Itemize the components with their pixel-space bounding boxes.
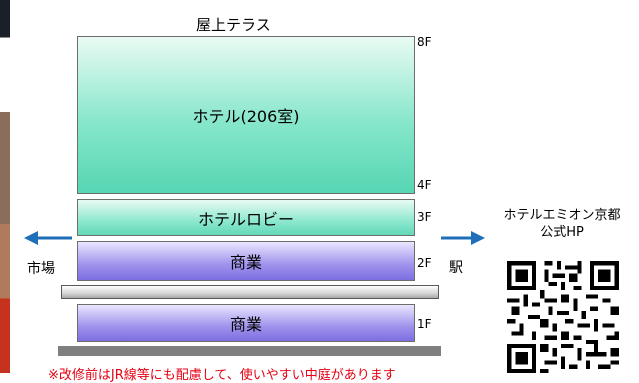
commerce-1f-block: 商業 [77,304,415,342]
floor-label-8f: 8F [417,35,432,49]
station-label: 駅 [449,260,463,276]
lobby-label: ホテルロビー [197,209,294,229]
market-label: 市場 [27,261,55,277]
commerce-1f-label: 商業 [229,315,262,334]
ground-line [58,346,441,356]
right-arrow-icon [441,231,485,245]
qr-code[interactable] [503,257,623,373]
commerce-2f-label: 商業 [229,253,262,272]
left-arrow-icon [24,231,72,245]
qr-caption-line1: ホテルエミオン京都 [503,208,621,223]
hotel-block: ホテル(206室) [77,36,415,194]
hotel-label: ホテル(206室) [192,107,300,126]
floor-label-4f: 4F [417,178,432,192]
commerce-2f-block: 商業 [77,241,415,281]
floor-label-3f: 3F [417,210,432,224]
qr-caption-line2: 公式HP [540,225,584,240]
floor-label-1f: 1F [417,317,432,331]
photo-strip-left [0,0,10,373]
floor-slab [61,285,439,299]
qr-caption: ホテルエミオン京都 公式HP [488,207,636,241]
rooftop-label: 屋上テラス [196,16,271,34]
floor-label-2f: 2F [417,256,432,270]
lobby-block: ホテルロビー [77,199,415,236]
footnote-red: ※改修前はJR線等にも配慮して、使いやすい中庭があります [48,368,396,383]
